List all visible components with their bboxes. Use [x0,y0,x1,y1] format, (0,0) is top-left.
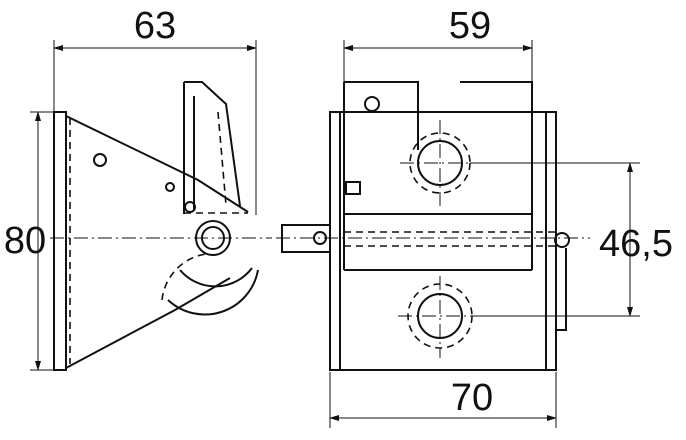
hole-top-small [364,96,380,112]
upper-jaw-left [343,81,419,270]
dimension-label-63: 63 [134,5,176,47]
base-plate [329,111,557,371]
pin-axle [281,224,331,253]
side-view: 63 80 [4,5,272,371]
mounting-plate [53,111,67,371]
split-pin [555,248,567,331]
latch-tab [345,181,361,195]
hinge-arc [179,267,253,288]
dimension-label-46-5: 46,5 [599,223,673,265]
dimension-label-80: 80 [4,220,46,262]
locking-arm [183,81,241,214]
hole-upper [93,153,107,167]
bracket-body [65,115,249,369]
hole-small [165,182,175,192]
split-pin-head [554,232,570,248]
upper-jaw-right [460,81,533,270]
front-view: 59 70 46,5 [276,5,673,428]
dimension-label-70: 70 [451,377,493,419]
dimension-label-59: 59 [449,5,491,47]
